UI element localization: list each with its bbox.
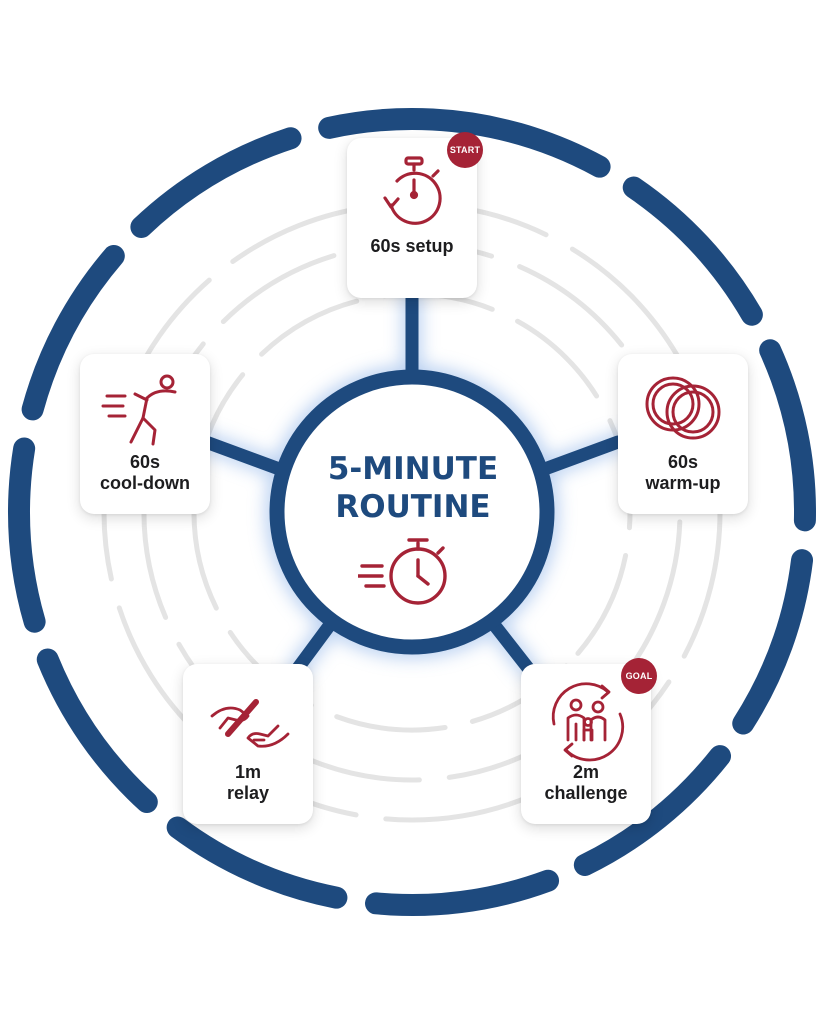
hub-spokes [199, 289, 625, 675]
family-cycle-icon [551, 682, 625, 762]
step-label-challenge: 2m challenge [544, 762, 628, 803]
start-badge: START [447, 132, 483, 168]
step-label-setup: 60s setup [370, 236, 454, 256]
rings-icon [645, 376, 721, 440]
step-card-warmup[interactable]: 60s warm-up [618, 354, 748, 514]
step-card-cooldown[interactable]: 60s cool-down [80, 354, 210, 514]
step-label-warmup: 60s warm-up [645, 452, 721, 493]
center-hub [269, 369, 555, 655]
outer-ring [7, 107, 816, 916]
fast-stopwatch-icon [358, 538, 447, 605]
step-card-challenge[interactable]: 2m challenge GOAL [521, 658, 657, 824]
routine-title: 5-MINUTE ROUTINE [327, 451, 499, 525]
step-label-cooldown: 60s cool-down [100, 452, 190, 493]
step-card-relay[interactable]: 1m relay [183, 664, 313, 824]
stretching-person-icon [101, 374, 177, 446]
goal-badge: GOAL [621, 658, 657, 694]
baton-handoff-icon [210, 699, 290, 748]
step-card-setup[interactable]: 60s setup START [347, 132, 483, 298]
stopwatch-icon [383, 156, 442, 225]
step-label-relay: 1m relay [226, 762, 270, 803]
